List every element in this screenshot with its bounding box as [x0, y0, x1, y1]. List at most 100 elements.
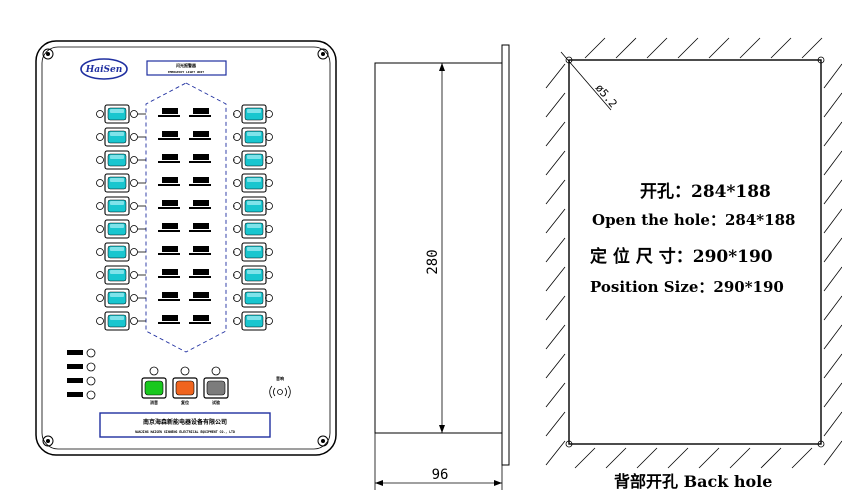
channel-label-block: [189, 207, 211, 209]
indicator-rows: [96, 104, 273, 331]
led-indicator: [96, 225, 104, 233]
alarm-push-button[interactable]: [241, 219, 267, 239]
hatch-line: [823, 382, 842, 408]
channel-label-block: [162, 108, 178, 114]
channel-label-block: [189, 184, 211, 186]
corner-hole-icon: [565, 56, 573, 64]
channel-label-block: [193, 315, 209, 321]
alarm-push-button[interactable]: [241, 127, 267, 147]
alarm-push-button[interactable]: [104, 311, 130, 331]
silence-button[interactable]: 消音: [141, 377, 167, 405]
channel-label-block: [193, 200, 209, 206]
hatching: [545, 37, 842, 469]
channel-label-block: [158, 276, 180, 278]
front-panel: HaiSen 闪光报警器 EMERGENCY LIGHT UNIT 消音 复位 …: [35, 40, 337, 456]
reset-button[interactable]: 复位: [172, 377, 198, 405]
alarm-push-button[interactable]: [104, 288, 130, 308]
corner-screw-icon: [42, 435, 54, 447]
alarm-push-button[interactable]: [241, 311, 267, 331]
indicator-row-unit: [189, 265, 273, 285]
indicator-row-unit: [96, 196, 180, 216]
channel-label-block: [162, 177, 178, 183]
test-button[interactable]: 试验: [203, 377, 229, 405]
side-flange: [501, 44, 510, 466]
alarm-push-button[interactable]: [104, 173, 130, 193]
back-hole-caption: 背部开孔 Back hole: [614, 472, 772, 491]
panel-outer-frame: [35, 40, 337, 456]
alarm-push-button[interactable]: [104, 196, 130, 216]
channel-label-block: [162, 223, 178, 229]
hatch-line: [739, 37, 761, 59]
corner-hole-icon: [817, 440, 825, 448]
hatch-line: [545, 179, 566, 205]
alarm-push-button[interactable]: [104, 242, 130, 262]
reset-button-label: 复位: [180, 399, 189, 405]
title-plate: [146, 60, 227, 76]
alarm-push-button[interactable]: [241, 265, 267, 285]
channel-label-block: [189, 299, 211, 301]
position-size-en: Position Size：290*190: [590, 278, 784, 296]
channel-label-block: [158, 299, 180, 301]
alarm-push-button[interactable]: [104, 104, 130, 124]
alarm-push-button[interactable]: [241, 288, 267, 308]
channel-label-block: [162, 154, 178, 160]
status-indicator: [67, 376, 96, 386]
hatch-line: [823, 411, 842, 437]
alarm-push-button[interactable]: [241, 173, 267, 193]
channel-label-block: [193, 177, 209, 183]
channel-label-block: [158, 161, 180, 163]
hatch-line: [545, 411, 566, 437]
hatch-line: [605, 447, 627, 469]
led-indicator: [130, 317, 138, 325]
channel-label-block: [189, 115, 211, 117]
led-indicator: [130, 110, 138, 118]
status-indicator: [67, 348, 96, 358]
channel-label-block: [158, 322, 180, 324]
indicator-row-unit: [189, 219, 273, 239]
led-indicator: [130, 179, 138, 187]
buzzer-icon: [269, 385, 291, 399]
test-button-label: 试验: [212, 399, 221, 405]
indicator-row-unit: [96, 150, 180, 170]
channel-label-block: [193, 154, 209, 160]
led-indicator: [211, 366, 221, 376]
hatch-line: [545, 237, 566, 263]
channel-label-block: [193, 292, 209, 298]
indicator-row-unit: [189, 150, 273, 170]
channel-label-block: [193, 246, 209, 252]
alarm-push-button[interactable]: [104, 219, 130, 239]
channel-label-block: [193, 269, 209, 275]
indicator-row-unit: [189, 127, 273, 147]
hatch-line: [823, 295, 842, 321]
led-indicator: [96, 202, 104, 210]
alarm-push-button[interactable]: [104, 150, 130, 170]
channel-label-block: [189, 253, 211, 255]
channel-label-block: [162, 269, 178, 275]
open-hole-cn: 开孔：284*188: [640, 182, 771, 202]
alarm-push-button[interactable]: [241, 242, 267, 262]
alarm-push-button[interactable]: [241, 196, 267, 216]
led-indicator: [130, 202, 138, 210]
hatch-line: [823, 179, 842, 205]
alarm-push-button[interactable]: [241, 104, 267, 124]
company-nameplate: [99, 412, 271, 438]
panel-inner-frame: [41, 46, 331, 450]
indicator-row-unit: [96, 288, 180, 308]
channel-label-block: [162, 292, 178, 298]
hatch-line: [760, 447, 782, 469]
channel-label-block: [189, 161, 211, 163]
status-indicator: [67, 390, 96, 400]
alarm-push-button[interactable]: [104, 265, 130, 285]
alarm-push-button[interactable]: [241, 150, 267, 170]
indicator-row-unit: [96, 104, 180, 124]
led-indicator: [96, 294, 104, 302]
alarm-push-button[interactable]: [104, 127, 130, 147]
title-label-en: EMERGENCY LIGHT UNIT: [168, 70, 204, 74]
channel-label-block: [162, 315, 178, 321]
hatch-line: [823, 121, 842, 147]
company-name-cn: 南京海森新能电器设备有限公司: [143, 418, 227, 426]
channel-label-block: [158, 184, 180, 186]
hatch-line: [823, 266, 842, 292]
led-indicator: [96, 317, 104, 325]
hatch-line: [698, 447, 720, 469]
